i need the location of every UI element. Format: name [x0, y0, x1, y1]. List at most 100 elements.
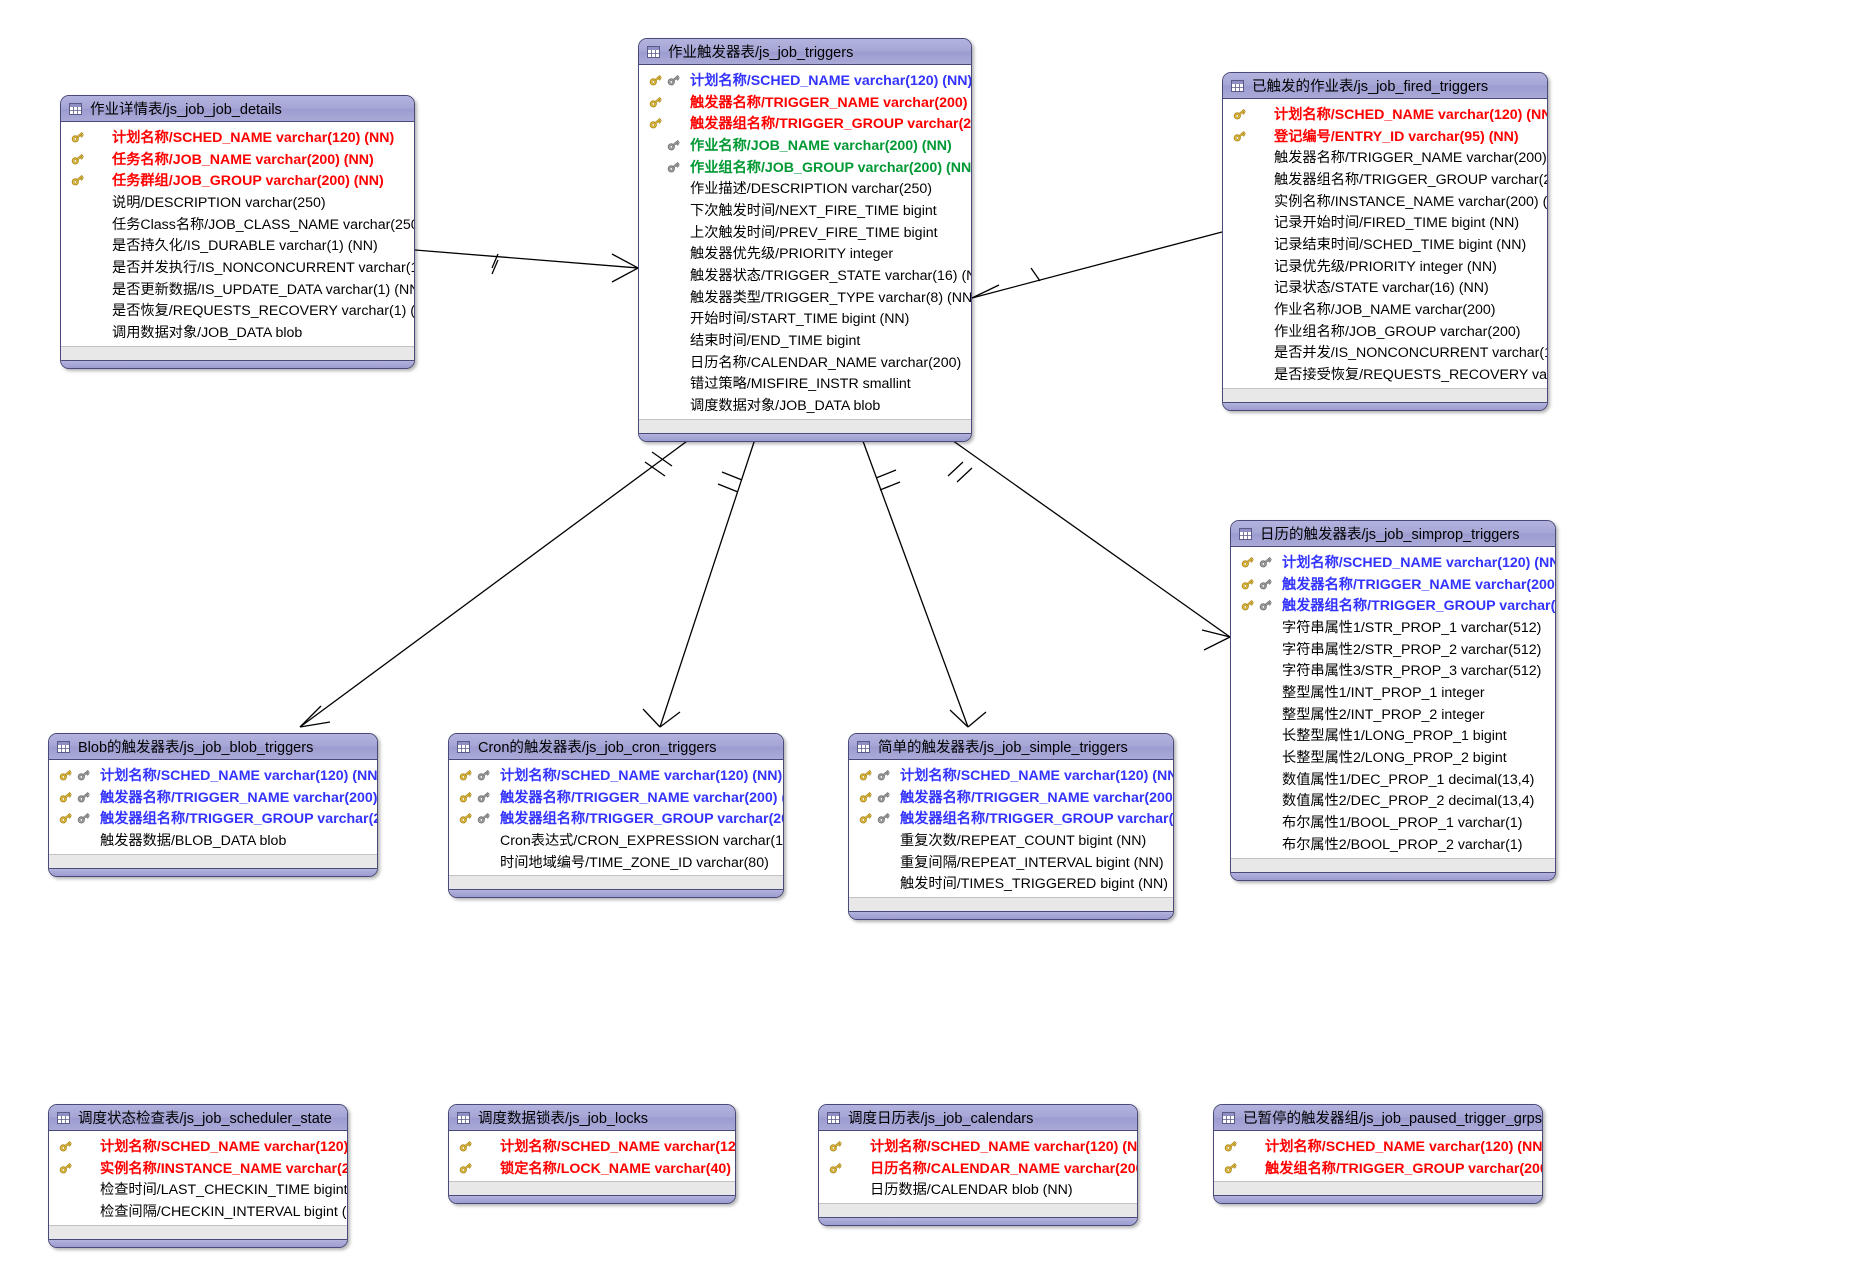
attribute-row[interactable]: 布尔属性2/BOOL_PROP_2 varchar(1) — [1231, 833, 1555, 855]
attribute-row[interactable]: 触发器组名称/TRIGGER_GROUP varchar(200) (NN) — [449, 807, 783, 829]
attribute-row[interactable]: 作业组名称/JOB_GROUP varchar(200) (NN) — [639, 156, 971, 178]
attribute-row[interactable]: 计划名称/SCHED_NAME varchar(120) (NN) — [49, 764, 377, 786]
entity-simprop_triggers[interactable]: 日历的触发器表/js_job_simprop_triggers 计划名称/SCHE… — [1230, 520, 1556, 881]
attribute-row[interactable]: 触发器组名称/TRIGGER_GROUP varchar(200) (NN) — [49, 807, 377, 829]
attribute-row[interactable]: 作业名称/JOB_NAME varchar(200) (NN) — [639, 134, 971, 156]
attribute-row[interactable]: 检查时间/LAST_CHECKIN_TIME bigint (NN) — [49, 1178, 347, 1200]
attribute-row[interactable]: 触发器优先级/PRIORITY integer — [639, 243, 971, 265]
attribute-row[interactable]: 计划名称/SCHED_NAME varchar(120) (NN) — [639, 69, 971, 91]
attribute-row[interactable]: 作业名称/JOB_NAME varchar(200) — [1223, 298, 1547, 320]
entity-header-job_details[interactable]: 作业详情表/js_job_job_details — [61, 96, 414, 122]
entity-header-blob_triggers[interactable]: Blob的触发器表/js_job_blob_triggers — [49, 734, 377, 760]
attribute-row[interactable]: 记录结束时间/SCHED_TIME bigint (NN) — [1223, 233, 1547, 255]
entity-calendars[interactable]: 调度日历表/js_job_calendars 计划名称/SCHED_NAME va… — [818, 1104, 1138, 1227]
attribute-row[interactable]: 是否并发/IS_NONCONCURRENT varchar(1) — [1223, 342, 1547, 364]
entity-header-simple_triggers[interactable]: 简单的触发器表/js_job_simple_triggers — [849, 734, 1173, 760]
entity-header-simprop_triggers[interactable]: 日历的触发器表/js_job_simprop_triggers — [1231, 521, 1555, 547]
attribute-row[interactable]: 触发组名称/TRIGGER_GROUP varchar(200) (NN) — [1214, 1157, 1542, 1179]
attribute-row[interactable]: 计划名称/SCHED_NAME varchar(120) (NN) — [1231, 551, 1555, 573]
attribute-row[interactable]: 日历名称/CALENDAR_NAME varchar(200) — [639, 351, 971, 373]
attribute-row[interactable]: 触发器组名称/TRIGGER_GROUP varchar(200) (NN) — [1223, 168, 1547, 190]
attribute-row[interactable]: 计划名称/SCHED_NAME varchar(120) (NN) — [449, 1135, 735, 1157]
attribute-row[interactable]: 日历名称/CALENDAR_NAME varchar(200) (NN) — [819, 1157, 1137, 1179]
entity-simple_triggers[interactable]: 简单的触发器表/js_job_simple_triggers 计划名称/SCHED… — [848, 733, 1174, 921]
attribute-row[interactable]: 是否并发执行/IS_NONCONCURRENT varchar(1) (NN) — [61, 256, 414, 278]
entity-scheduler_state[interactable]: 调度状态检查表/js_job_scheduler_state 计划名称/SCHED… — [48, 1104, 348, 1248]
attribute-row[interactable]: 实例名称/INSTANCE_NAME varchar(200) (NN) — [49, 1157, 347, 1179]
attribute-row[interactable]: 触发器组名称/TRIGGER_GROUP varchar(200) (NN) — [849, 807, 1173, 829]
entity-locks[interactable]: 调度数据锁表/js_job_locks 计划名称/SCHED_NAME varch… — [448, 1104, 736, 1205]
attribute-row[interactable]: Cron表达式/CRON_EXPRESSION varchar(120) (NN… — [449, 829, 783, 851]
attribute-row[interactable]: 上次触发时间/PREV_FIRE_TIME bigint — [639, 221, 971, 243]
attribute-row[interactable]: 登记编号/ENTRY_ID varchar(95) (NN) — [1223, 125, 1547, 147]
entity-job_details[interactable]: 作业详情表/js_job_job_details 计划名称/SCHED_NAME … — [60, 95, 415, 369]
attribute-row[interactable]: 触发器名称/TRIGGER_NAME varchar(200) (NN) — [639, 91, 971, 113]
attribute-row[interactable]: 计划名称/SCHED_NAME varchar(120) (NN) — [1214, 1135, 1542, 1157]
attribute-row[interactable]: 重复间隔/REPEAT_INTERVAL bigint (NN) — [849, 851, 1173, 873]
attribute-row[interactable]: 整型属性2/INT_PROP_2 integer — [1231, 703, 1555, 725]
attribute-row[interactable]: 任务名称/JOB_NAME varchar(200) (NN) — [61, 148, 414, 170]
attribute-row[interactable]: 计划名称/SCHED_NAME varchar(120) (NN) — [1223, 103, 1547, 125]
attribute-row[interactable]: 锁定名称/LOCK_NAME varchar(40) (NN) — [449, 1157, 735, 1179]
attribute-row[interactable]: 错过策略/MISFIRE_INSTR smallint — [639, 373, 971, 395]
attribute-row[interactable]: 布尔属性1/BOOL_PROP_1 varchar(1) — [1231, 811, 1555, 833]
attribute-row[interactable]: 长整型属性2/LONG_PROP_2 bigint — [1231, 746, 1555, 768]
attribute-row[interactable]: 计划名称/SCHED_NAME varchar(120) (NN) — [819, 1135, 1137, 1157]
entity-header-paused_trigger_grps[interactable]: 已暂停的触发器组/js_job_paused_trigger_grps — [1214, 1105, 1542, 1131]
attribute-row[interactable]: 计划名称/SCHED_NAME varchar(120) (NN) — [49, 1135, 347, 1157]
attribute-row[interactable]: 触发时间/TIMES_TRIGGERED bigint (NN) — [849, 872, 1173, 894]
attribute-row[interactable]: 说明/DESCRIPTION varchar(250) — [61, 191, 414, 213]
attribute-row[interactable]: 时间地域编号/TIME_ZONE_ID varchar(80) — [449, 851, 783, 873]
attribute-row[interactable]: 实例名称/INSTANCE_NAME varchar(200) (NN) — [1223, 190, 1547, 212]
attribute-row[interactable]: 触发器名称/TRIGGER_NAME varchar(200) (NN) — [1223, 146, 1547, 168]
entity-header-cron_triggers[interactable]: Cron的触发器表/js_job_cron_triggers — [449, 734, 783, 760]
attribute-row[interactable]: 任务群组/JOB_GROUP varchar(200) (NN) — [61, 169, 414, 191]
attribute-row[interactable]: 数值属性1/DEC_PROP_1 decimal(13,4) — [1231, 768, 1555, 790]
entity-triggers[interactable]: 作业触发器表/js_job_triggers 计划名称/SCHED_NAME va… — [638, 38, 972, 442]
attribute-row[interactable]: 触发器名称/TRIGGER_NAME varchar(200) (NN) — [1231, 573, 1555, 595]
entity-blob_triggers[interactable]: Blob的触发器表/js_job_blob_triggers 计划名称/SCHED… — [48, 733, 378, 877]
attribute-row[interactable]: 作业描述/DESCRIPTION varchar(250) — [639, 177, 971, 199]
attribute-row[interactable]: 字符串属性3/STR_PROP_3 varchar(512) — [1231, 659, 1555, 681]
attribute-row[interactable]: 是否接受恢复/REQUESTS_RECOVERY varchar(1) — [1223, 363, 1547, 385]
attribute-row[interactable]: 计划名称/SCHED_NAME varchar(120) (NN) — [849, 764, 1173, 786]
attribute-row[interactable]: 结束时间/END_TIME bigint — [639, 329, 971, 351]
entity-fired_triggers[interactable]: 已触发的作业表/js_job_fired_triggers 计划名称/SCHED_… — [1222, 72, 1548, 411]
attribute-row[interactable]: 调度数据对象/JOB_DATA blob — [639, 394, 971, 416]
attribute-row[interactable]: 触发器名称/TRIGGER_NAME varchar(200) (NN) — [49, 786, 377, 808]
entity-header-calendars[interactable]: 调度日历表/js_job_calendars — [819, 1105, 1137, 1131]
attribute-row[interactable]: 是否恢复/REQUESTS_RECOVERY varchar(1) (NN) — [61, 300, 414, 322]
attribute-row[interactable]: 记录开始时间/FIRED_TIME bigint (NN) — [1223, 211, 1547, 233]
attribute-row[interactable]: 触发器名称/TRIGGER_NAME varchar(200) (NN) — [849, 786, 1173, 808]
attribute-row[interactable]: 字符串属性1/STR_PROP_1 varchar(512) — [1231, 616, 1555, 638]
attribute-row[interactable]: 整型属性1/INT_PROP_1 integer — [1231, 681, 1555, 703]
entity-paused_trigger_grps[interactable]: 已暂停的触发器组/js_job_paused_trigger_grps 计划名称/… — [1213, 1104, 1543, 1205]
attribute-row[interactable]: 数值属性2/DEC_PROP_2 decimal(13,4) — [1231, 790, 1555, 812]
attribute-row[interactable]: 触发器状态/TRIGGER_STATE varchar(16) (NN) — [639, 264, 971, 286]
entity-header-locks[interactable]: 调度数据锁表/js_job_locks — [449, 1105, 735, 1131]
attribute-row[interactable]: 任务Class名称/JOB_CLASS_NAME varchar(250) (N… — [61, 213, 414, 235]
attribute-row[interactable]: 调用数据对象/JOB_DATA blob — [61, 321, 414, 343]
attribute-row[interactable]: 触发器类型/TRIGGER_TYPE varchar(8) (NN) — [639, 286, 971, 308]
entity-header-triggers[interactable]: 作业触发器表/js_job_triggers — [639, 39, 971, 65]
attribute-row[interactable]: 长整型属性1/LONG_PROP_1 bigint — [1231, 725, 1555, 747]
attribute-row[interactable]: 开始时间/START_TIME bigint (NN) — [639, 308, 971, 330]
attribute-row[interactable]: 计划名称/SCHED_NAME varchar(120) (NN) — [449, 764, 783, 786]
attribute-row[interactable]: 记录状态/STATE varchar(16) (NN) — [1223, 277, 1547, 299]
attribute-row[interactable]: 记录优先级/PRIORITY integer (NN) — [1223, 255, 1547, 277]
attribute-row[interactable]: 触发器名称/TRIGGER_NAME varchar(200) (NN) — [449, 786, 783, 808]
attribute-row[interactable]: 作业组名称/JOB_GROUP varchar(200) — [1223, 320, 1547, 342]
entity-header-fired_triggers[interactable]: 已触发的作业表/js_job_fired_triggers — [1223, 73, 1547, 99]
attribute-row[interactable]: 重复次数/REPEAT_COUNT bigint (NN) — [849, 829, 1173, 851]
attribute-row[interactable]: 触发器数据/BLOB_DATA blob — [49, 829, 377, 851]
attribute-row[interactable]: 字符串属性2/STR_PROP_2 varchar(512) — [1231, 638, 1555, 660]
attribute-row[interactable]: 日历数据/CALENDAR blob (NN) — [819, 1178, 1137, 1200]
attribute-row[interactable]: 计划名称/SCHED_NAME varchar(120) (NN) — [61, 126, 414, 148]
attribute-row[interactable]: 下次触发时间/NEXT_FIRE_TIME bigint — [639, 199, 971, 221]
entity-header-scheduler_state[interactable]: 调度状态检查表/js_job_scheduler_state — [49, 1105, 347, 1131]
attribute-row[interactable]: 是否更新数据/IS_UPDATE_DATA varchar(1) (NN) — [61, 278, 414, 300]
attribute-row[interactable]: 触发器组名称/TRIGGER_GROUP varchar(200) (NN) — [1231, 594, 1555, 616]
entity-cron_triggers[interactable]: Cron的触发器表/js_job_cron_triggers 计划名称/SCHED… — [448, 733, 784, 899]
attribute-row[interactable]: 检查间隔/CHECKIN_INTERVAL bigint (NN) — [49, 1200, 347, 1222]
attribute-row[interactable]: 是否持久化/IS_DURABLE varchar(1) (NN) — [61, 234, 414, 256]
